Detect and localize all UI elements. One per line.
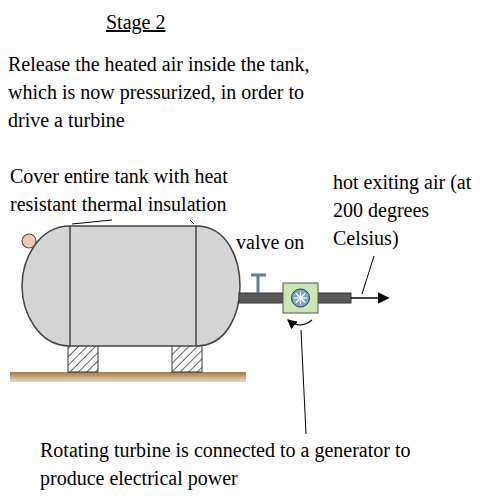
leader-line xyxy=(362,256,374,294)
stage-title: Stage 2 xyxy=(106,8,165,36)
valve-label: valve on xyxy=(236,228,326,256)
insulation-label: Cover entire tank with heat resistant th… xyxy=(10,162,285,218)
leader-line xyxy=(301,330,306,434)
turbine-blades xyxy=(294,292,307,305)
rotation-arrow xyxy=(288,320,312,325)
ground xyxy=(10,372,246,382)
valve-stem xyxy=(257,276,260,293)
tank-support xyxy=(172,344,202,372)
turbine-rotor xyxy=(292,289,310,307)
exit-air-label: hot exiting air (at 200 degrees Celsius) xyxy=(333,168,481,252)
turbine-label: Rotating turbine is connected to a gener… xyxy=(40,436,460,492)
leader-line xyxy=(190,220,194,224)
description-text: Release the heated air inside the tank, … xyxy=(8,50,328,134)
turbine-housing xyxy=(283,283,318,313)
tank-seam xyxy=(69,226,71,346)
pressure-gauge xyxy=(22,234,36,248)
tank-support xyxy=(68,344,98,372)
flow-arrow xyxy=(351,297,388,299)
leader-line xyxy=(72,220,112,224)
tank-seam xyxy=(195,226,197,346)
tank xyxy=(22,226,240,346)
valve-handle xyxy=(251,274,266,277)
